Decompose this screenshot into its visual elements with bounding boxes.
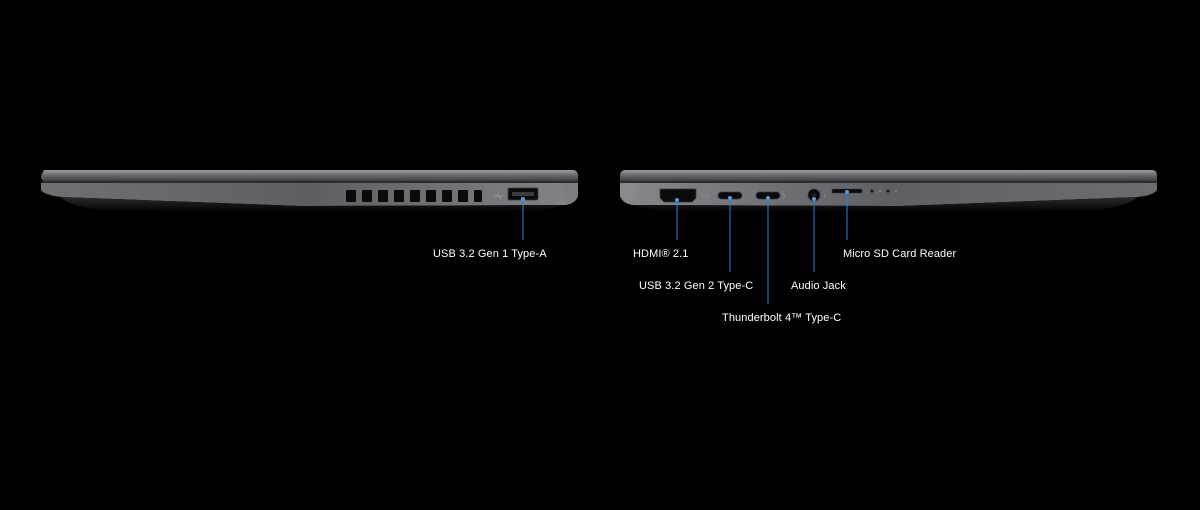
vent-grille <box>346 190 482 202</box>
right-base <box>620 183 1157 206</box>
right-lid <box>620 170 1157 181</box>
headphone-symbol-icon <box>823 192 826 198</box>
usb-symbol-icon <box>494 192 503 200</box>
label-thunderbolt: Thunderbolt 4™ Type-C <box>722 312 842 324</box>
right-base-shadow <box>632 197 1138 212</box>
label-hdmi: HDMI® 2.1 <box>633 248 689 260</box>
leader-lines <box>521 190 849 304</box>
hdmi-port-mark: HDMI <box>700 193 710 198</box>
label-usb-a: USB 3.2 Gen 1 Type-A <box>433 248 547 260</box>
indicator-dot-2 <box>895 190 897 192</box>
indicator-light-1 <box>870 189 874 193</box>
thunderbolt-symbol-icon <box>781 190 786 200</box>
hdmi-port <box>659 188 697 203</box>
audio-jack-inner <box>811 192 817 198</box>
left-base-shadow <box>60 197 566 212</box>
usb-a-port-tongue <box>512 192 534 196</box>
left-front-edge <box>560 183 578 203</box>
label-microsd: Micro SD Card Reader <box>843 248 957 260</box>
label-audio-jack: Audio Jack <box>791 280 846 292</box>
indicator-light-2 <box>886 189 890 193</box>
right-front-edge <box>620 183 640 203</box>
laptop-right-side: HDMI <box>620 170 1157 212</box>
laptop-left-side <box>41 170 578 212</box>
indicator-dot-1 <box>879 190 881 192</box>
right-hinge-line <box>620 181 1157 183</box>
left-hinge-line <box>42 181 578 183</box>
left-lid <box>41 170 578 181</box>
label-usb-c-gen2: USB 3.2 Gen 2 Type-C <box>639 280 754 292</box>
